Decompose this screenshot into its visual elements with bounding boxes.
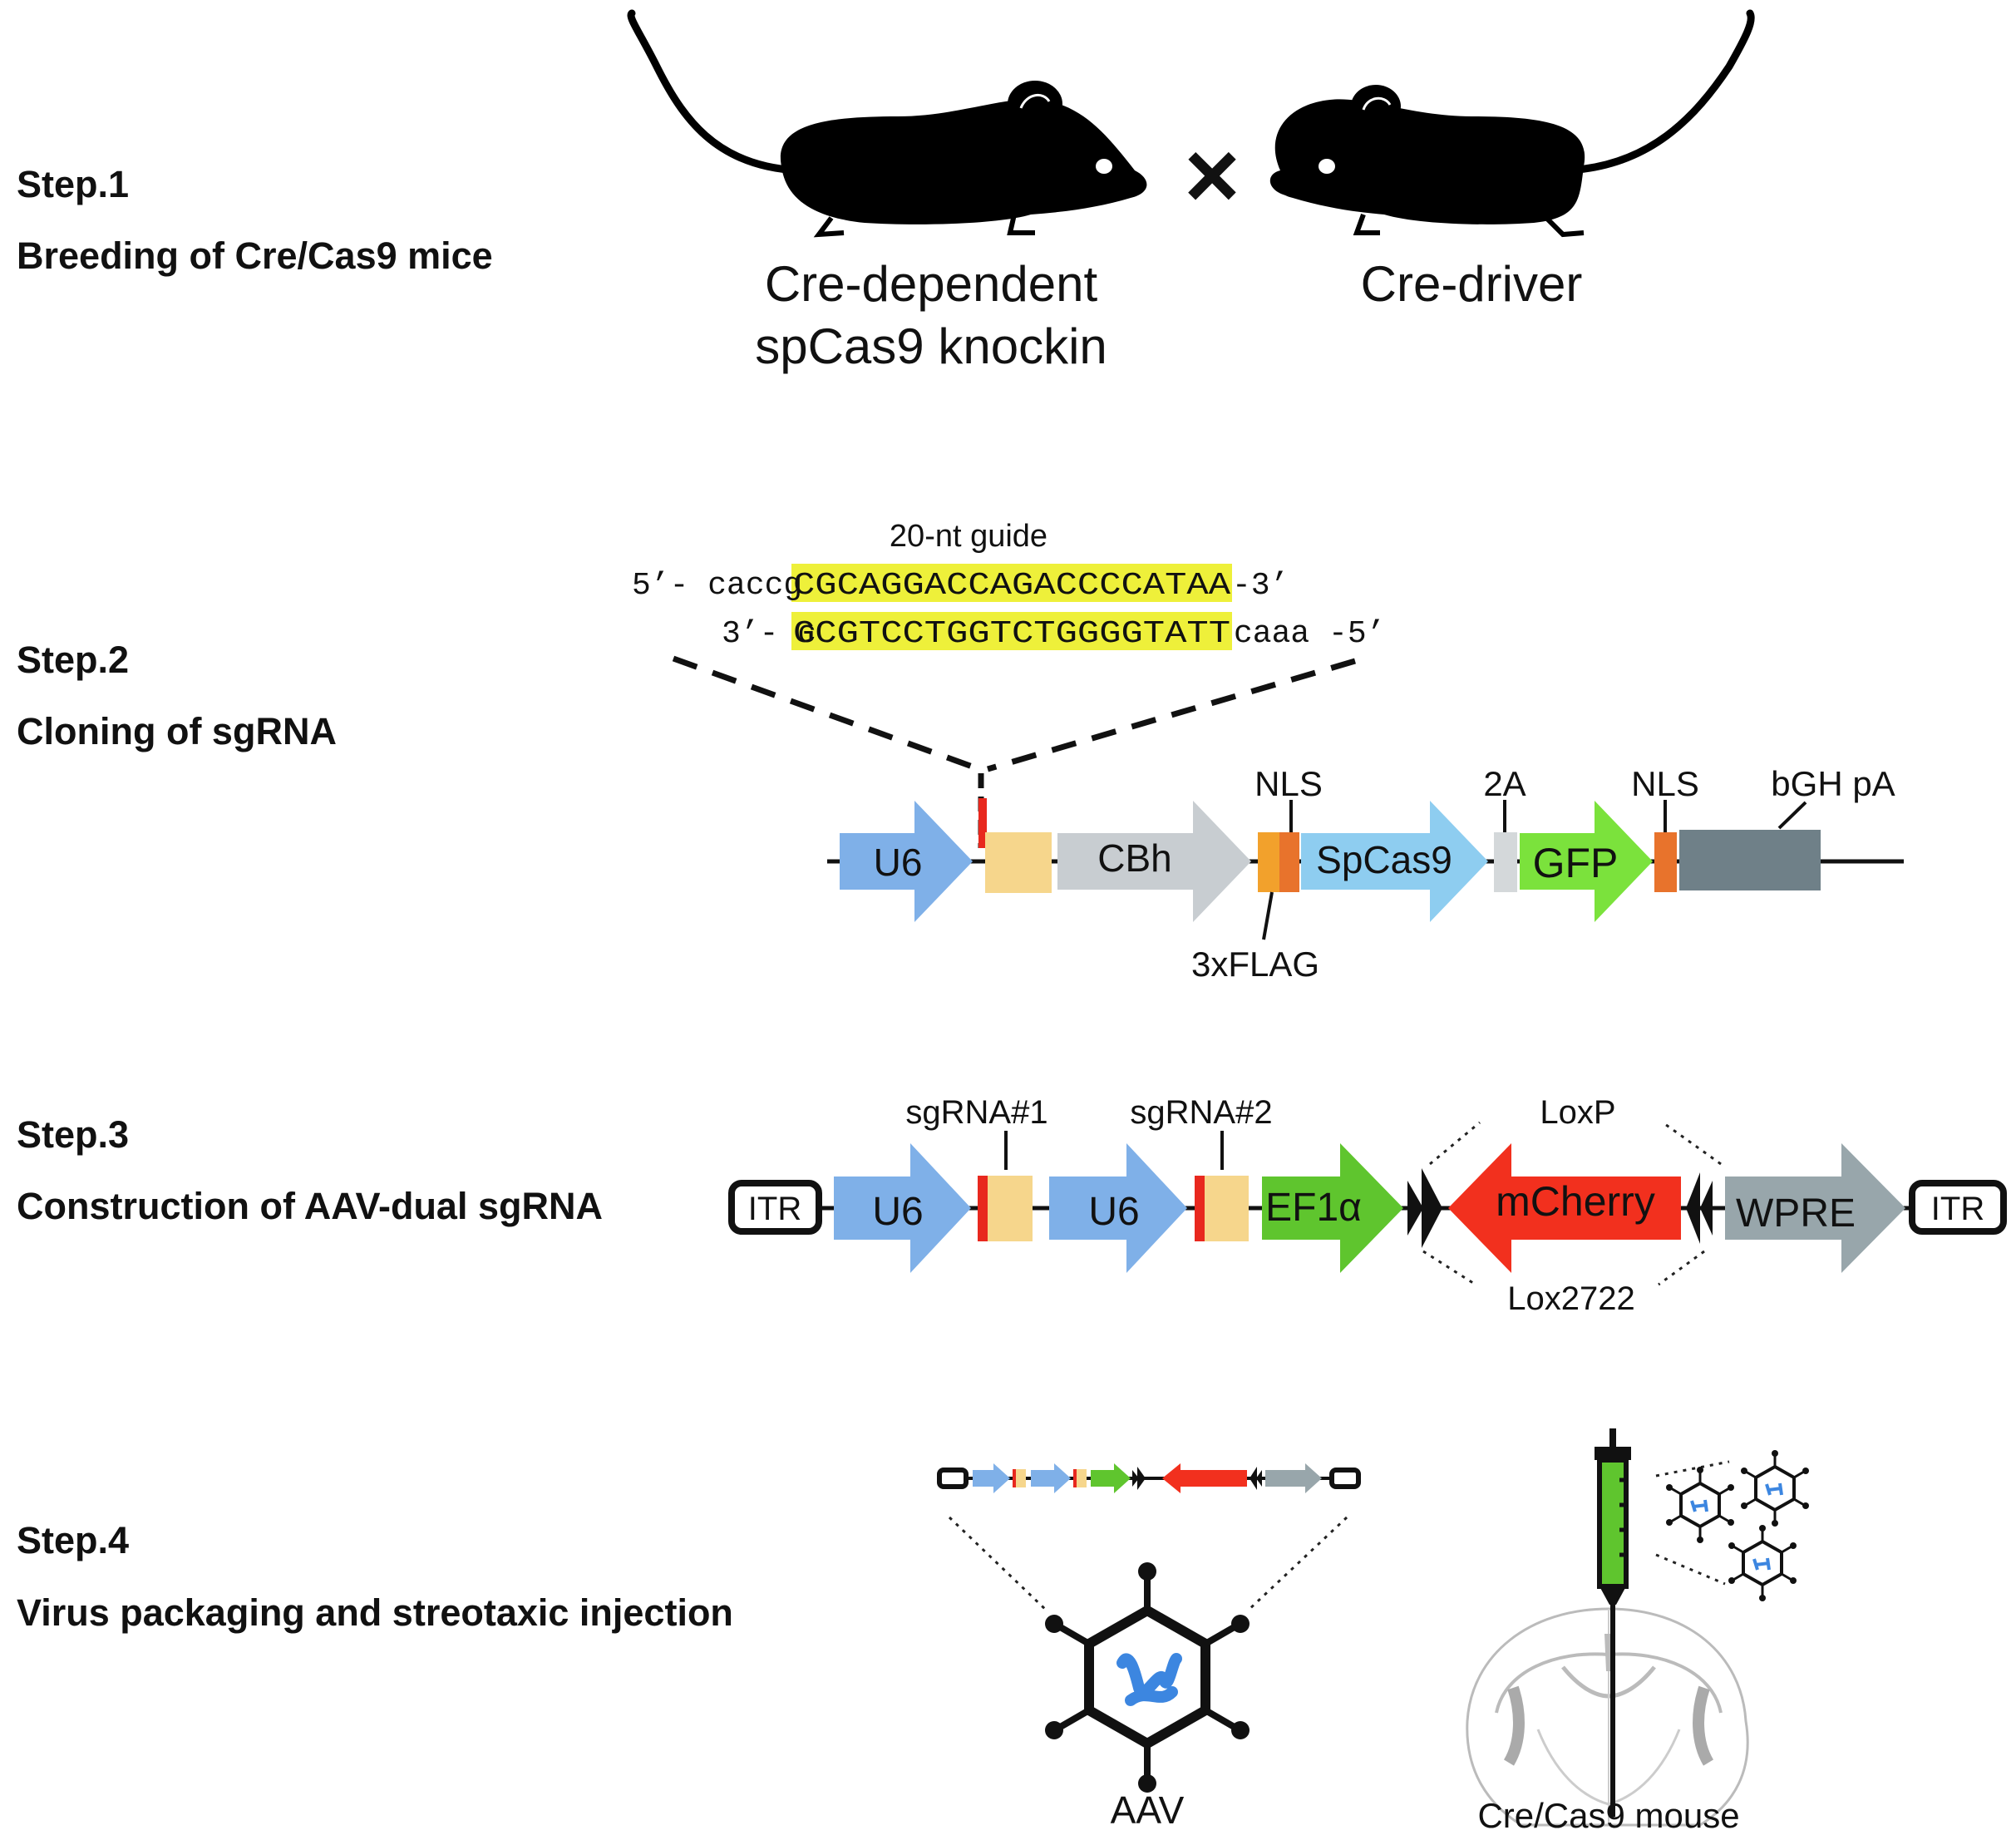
spcas9-label: SpCas9: [1316, 838, 1452, 881]
left-mouse-icon: [627, 9, 1147, 238]
twoa-box: [1494, 832, 1517, 892]
u6-1-arrow: [834, 1143, 971, 1273]
mcherry-inverted-arrow: [1448, 1143, 1681, 1273]
small-virus-icon-2: [1666, 1467, 1734, 1543]
flag-tag-box: [1258, 832, 1279, 892]
aav-zoom-line-left: [948, 1516, 1049, 1613]
sgrna2-scaffold: [1205, 1176, 1249, 1241]
syringe-icon: [1595, 1428, 1631, 1817]
bottom-guide-highlight: [791, 612, 1232, 650]
itr-left-box: [728, 1180, 822, 1235]
itr-left-label: ITR: [748, 1191, 801, 1227]
loxp-left-triangle: [1407, 1181, 1423, 1236]
step4-subtitle: Virus packaging and streotaxic injection: [17, 1591, 733, 1634]
bgh-pointer: [1777, 801, 1807, 830]
bottom-strand-suffix: caaa -5’: [1234, 616, 1385, 652]
lox2722-callout-left: [1422, 1250, 1476, 1286]
gfp-label: GFP: [1533, 840, 1619, 886]
sgrna1-label: sgRNA#1: [905, 1094, 1047, 1131]
wpre-arrow: [1725, 1143, 1905, 1273]
top-strand-prefix: 5’- caccg: [632, 568, 802, 604]
step3-title: Step.3: [17, 1113, 129, 1156]
lox2722-left-triangle: [1422, 1168, 1442, 1248]
sgrna1-guide-red: [978, 1176, 988, 1241]
guide-title: 20-nt guide: [890, 519, 1047, 554]
cbh-label: CBh: [1097, 836, 1171, 880]
bottom-strand-prefix: 3’- c: [722, 616, 816, 652]
twoa-label: 2A: [1483, 764, 1526, 803]
spcas9-arrow: [1301, 801, 1488, 922]
aav-virus-icon: [1045, 1562, 1250, 1793]
u6-2-arrow: [1049, 1143, 1187, 1273]
step4-title: Step.4: [17, 1519, 129, 1561]
u6-promoter-arrow: [840, 801, 973, 922]
loxp-callout-left: [1429, 1121, 1481, 1166]
lox2722-label: Lox2722: [1507, 1280, 1634, 1317]
mcherry-label: mCherry: [1496, 1178, 1655, 1225]
loxp-right-triangle: [1700, 1181, 1713, 1236]
bgh-label: bGH pA: [1771, 764, 1895, 803]
sgrna1-scaffold: [988, 1176, 1033, 1241]
brain-section-icon: [1466, 1607, 1749, 1827]
loxp-callout-right: [1662, 1121, 1722, 1166]
nls1-box: [1279, 832, 1299, 892]
ef1a-label: EF1α: [1265, 1186, 1362, 1230]
step1-title: Step.1: [17, 163, 129, 205]
nls1-label: NLS: [1254, 764, 1323, 803]
loxp-label: LoxP: [1540, 1094, 1615, 1131]
u6-label: U6: [874, 841, 923, 884]
bgh-pa-box: [1679, 830, 1821, 890]
u6-1-label: U6: [872, 1190, 923, 1234]
flag-pointer: [1262, 891, 1274, 940]
small-virus-icon-3: [1728, 1525, 1797, 1601]
mini-aav-construct: [937, 1463, 1361, 1493]
bottom-strand-guide: GCGTCCTGGTCTGGGGTATT: [793, 616, 1230, 652]
lox2722-right-triangle: [1686, 1172, 1700, 1244]
lox2722-callout-right: [1658, 1250, 1705, 1286]
nls2-label: NLS: [1631, 764, 1699, 803]
sgrna2-guide-red: [1195, 1176, 1205, 1241]
syringe-callout-top: [1655, 1460, 1730, 1477]
cross-symbol: ×: [1184, 122, 1240, 229]
step2-title: Step.2: [17, 639, 129, 681]
right-mouse-label: Cre-driver: [1361, 256, 1583, 312]
cbh-promoter-arrow: [1057, 801, 1251, 922]
sgrna2-label: sgRNA#2: [1130, 1094, 1272, 1131]
right-mouse-icon: [1269, 9, 1755, 238]
u6-2-label: U6: [1088, 1190, 1139, 1234]
top-strand-guide: CGCAGGACCAGACCCCATAA: [793, 568, 1230, 604]
aav-zoom-line-right: [1245, 1516, 1348, 1613]
cre-cas9-mouse-label: Cre/Cas9 mouse: [1477, 1796, 1739, 1835]
ef1a-promoter-arrow: [1262, 1143, 1403, 1273]
sgrna-scaffold-box: [985, 832, 1052, 893]
top-guide-highlight: [791, 564, 1232, 602]
guide-insert-red: [978, 798, 987, 848]
top-strand-suffix: -3’: [1232, 568, 1289, 604]
itr-right-box: [1909, 1180, 2007, 1235]
gfp-arrow: [1520, 801, 1653, 922]
left-mouse-label-line2: spCas9 knockin: [755, 318, 1107, 374]
left-mouse-label-line1: Cre-dependent: [765, 256, 1098, 312]
syringe-callout-bottom: [1655, 1553, 1726, 1586]
step3-subtitle: Construction of AAV-dual sgRNA: [17, 1185, 603, 1227]
itr-right-label: ITR: [1931, 1191, 1984, 1227]
step2-subtitle: Cloning of sgRNA: [17, 710, 337, 752]
aav-label: AAV: [1111, 1788, 1185, 1832]
zoom-line-left: [672, 655, 981, 772]
step1-subtitle: Breeding of Cre/Cas9 mice: [17, 234, 493, 277]
zoom-line-right: [987, 658, 1356, 772]
nls2-box: [1654, 832, 1677, 892]
small-virus-icon-1: [1741, 1450, 1809, 1527]
flag-label: 3xFLAG: [1191, 945, 1319, 984]
wpre-label: WPRE: [1736, 1191, 1856, 1236]
